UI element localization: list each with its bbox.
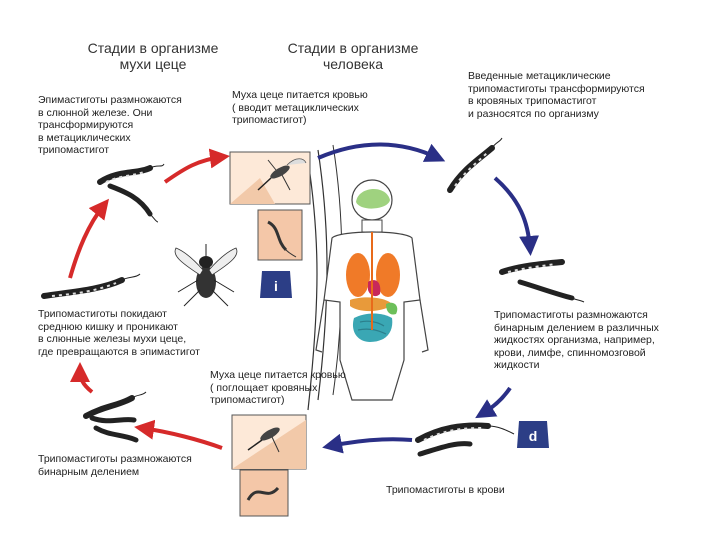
fly-stages-header: Стадии в организме мухи цеце — [68, 40, 238, 72]
arrow-red — [142, 428, 222, 448]
injected-metacyclic-label: Введенные метациклические трипомастиготы… — [468, 70, 698, 120]
infective-stage-badge: i — [260, 271, 292, 298]
fly-feeds-bottom-label: Муха цеце питается кровью ( поглощает кр… — [210, 369, 390, 407]
fly-feeds-top-label: Муха цеце питается кровью ( вводит метац… — [232, 89, 412, 127]
arrow-blue — [318, 145, 438, 159]
trypanosome-inset-bottom — [240, 470, 288, 516]
dividing-trypomastigote-parasite — [418, 426, 514, 454]
arrow-blue — [330, 439, 412, 446]
binary-fission-human-label: Трипомастиготы размножаются бинарным дел… — [494, 309, 704, 372]
human-stages-header: Стадии в организме человека — [278, 40, 428, 72]
bloodstream-trypomastigote-parasite — [502, 262, 584, 302]
arrow-red — [80, 370, 92, 392]
arrow-blue — [482, 388, 510, 414]
trypomastigote-parasite-left — [44, 274, 140, 296]
divider-line — [318, 150, 327, 400]
diagnostic-stage-badge-text: d — [529, 428, 538, 444]
infective-stage-badge-text: i — [274, 278, 278, 294]
arrow-red — [165, 157, 222, 182]
epimastigotes-label: Эпимастиготы размножаются в слюнной желе… — [38, 94, 228, 157]
fly-feeding-inset-top — [230, 152, 310, 204]
human-body-illustration — [316, 180, 428, 400]
binary-fission-fly-label: Трипомастиготы размножаются бинарным дел… — [38, 453, 238, 478]
diagnostic-stage-badge: d — [517, 421, 549, 448]
arrow-red — [70, 205, 104, 278]
trypomastigotes-in-blood-label: Трипомастиготы в крови — [386, 484, 586, 497]
trypanosome-inset-top — [258, 210, 302, 260]
fly-feeding-inset-bottom — [232, 415, 306, 469]
tsetse-fly-illustration — [175, 244, 237, 306]
trypomastigote-parasite-bottom-left — [86, 392, 146, 440]
metacyclic-trypomastigote-parasite — [450, 138, 502, 190]
trypomastigotes-leave-midgut-label: Трипомастиготы покидают среднюю кишку и … — [38, 308, 238, 358]
arrow-blue — [495, 178, 530, 248]
epimastigote-parasite — [100, 164, 164, 222]
